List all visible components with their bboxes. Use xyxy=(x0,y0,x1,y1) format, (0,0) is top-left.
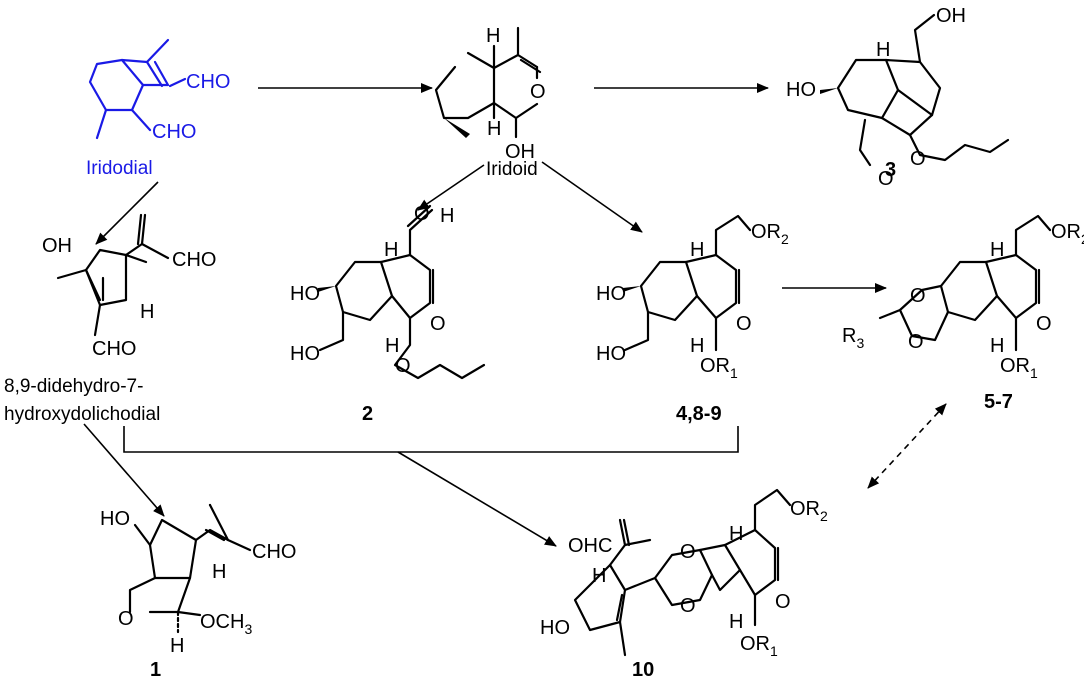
ho-label: HO xyxy=(540,617,570,639)
bracket-didehydro-and-4-8-9 xyxy=(123,426,739,453)
iridodial-label: Iridodial xyxy=(86,158,153,179)
ohc-label: OHC xyxy=(568,535,612,557)
ring-oxygen-label: O xyxy=(736,313,752,335)
arrow-5-7-to-10-equilibrium xyxy=(867,403,947,489)
ether-oxygen-label: O xyxy=(395,355,411,377)
r3-label: R3 xyxy=(842,325,864,351)
compound-3-structure: OH HO H O O 3 xyxy=(786,5,1010,190)
didehydro-hydroxydolichodial-structure: OH CHO H CHO 8,9-didehydro-7- hydroxydol… xyxy=(4,213,216,425)
cho-label: CHO xyxy=(152,121,196,143)
oh-label: OH xyxy=(42,235,72,257)
h-label: H xyxy=(486,25,500,47)
acetal-oxygen-label: O xyxy=(680,595,696,617)
h-label: H xyxy=(690,239,704,261)
cho-label: CHO xyxy=(186,71,230,93)
compound-4-8-9-structure: OR2 HO H O H HO OR1 4,8-9 xyxy=(596,214,789,425)
h-label: H xyxy=(140,301,154,323)
h-label: H xyxy=(990,335,1004,357)
ho-label: HO xyxy=(100,508,130,530)
h-label: H xyxy=(592,565,606,587)
iridodial-structure: CHO CHO Iridodial xyxy=(86,38,230,179)
cho-label: CHO xyxy=(92,338,136,360)
h-label: H xyxy=(690,335,704,357)
reaction-arrows xyxy=(83,83,947,547)
ring-oxygen-label: O xyxy=(878,168,894,190)
acetal-oxygen-label: O xyxy=(680,541,696,563)
h-label: H xyxy=(212,561,226,583)
compound-number-1: 1 xyxy=(150,659,161,681)
cho-label: CHO xyxy=(252,541,296,563)
h-label: H xyxy=(729,523,743,545)
arrow-bracket-to-10 xyxy=(397,451,557,547)
or2-label: OR2 xyxy=(790,498,828,524)
oh-label: OH xyxy=(936,5,966,27)
compound-number-4-8-9: 4,8-9 xyxy=(676,403,722,425)
oh-label: OH xyxy=(505,141,535,163)
h-label: H xyxy=(170,635,184,657)
acetal-oxygen-label: O xyxy=(910,285,926,307)
compound-number-5-7: 5-7 xyxy=(984,391,1013,413)
arrow-iridoid-to-4-8-9 xyxy=(541,161,643,233)
ring-oxygen-label: O xyxy=(1036,313,1052,335)
arrow-iridoid-to-2 xyxy=(417,164,485,211)
h-label: H xyxy=(487,118,501,140)
iridoid-structure: H O H OH Iridoid xyxy=(434,25,546,180)
compound-number-10: 10 xyxy=(632,659,654,681)
arrow-iridodial-to-didehydro xyxy=(95,181,159,245)
ring-oxygen-label: O xyxy=(910,148,926,170)
compound-1-structure: HO CHO H O OCH3 H 1 xyxy=(100,503,296,681)
och3-label: OCH3 xyxy=(200,611,252,637)
iridoid-label: Iridoid xyxy=(486,159,538,180)
ho-label: HO xyxy=(290,283,320,305)
compound-number-3: 3 xyxy=(885,159,896,181)
h-label: H xyxy=(385,335,399,357)
h-label: H xyxy=(990,239,1004,261)
acetal-oxygen-label: O xyxy=(908,331,924,353)
ho-label: HO xyxy=(786,79,816,101)
ring-oxygen-label: O xyxy=(118,608,134,630)
ring-oxygen-label: O xyxy=(530,81,546,103)
or2-label: OR2 xyxy=(751,221,789,247)
or1-label: OR1 xyxy=(700,355,738,381)
h-label: H xyxy=(440,205,454,227)
h-label: H xyxy=(876,39,890,61)
compound-5-7-structure: OR2 O O R3 H O H OR1 5-7 xyxy=(842,214,1084,413)
or1-label: OR1 xyxy=(1000,355,1038,381)
compound-2-structure: O H HO H O H HO O 2 xyxy=(290,203,486,425)
didehydro-name-line1: 8,9-didehydro-7- xyxy=(4,376,143,397)
ring-oxygen-label: O xyxy=(775,591,791,613)
arrow-didehydro-to-1 xyxy=(83,423,165,517)
compound-10-structure: OHC H HO O O OR2 H O H OR1 10 xyxy=(540,488,828,681)
h-label: H xyxy=(384,239,398,261)
cho-label: CHO xyxy=(172,249,216,271)
or2-label: OR2 xyxy=(1051,221,1084,247)
ho-label: HO xyxy=(596,343,626,365)
h-label: H xyxy=(729,611,743,633)
ring-oxygen-label: O xyxy=(430,313,446,335)
or1-label: OR1 xyxy=(740,633,778,659)
aldehyde-oxygen-label: O xyxy=(414,203,430,225)
ho-label: HO xyxy=(290,343,320,365)
compound-number-2: 2 xyxy=(362,403,373,425)
ho-label: HO xyxy=(596,283,626,305)
didehydro-name-line2: hydroxydolichodial xyxy=(4,404,160,425)
